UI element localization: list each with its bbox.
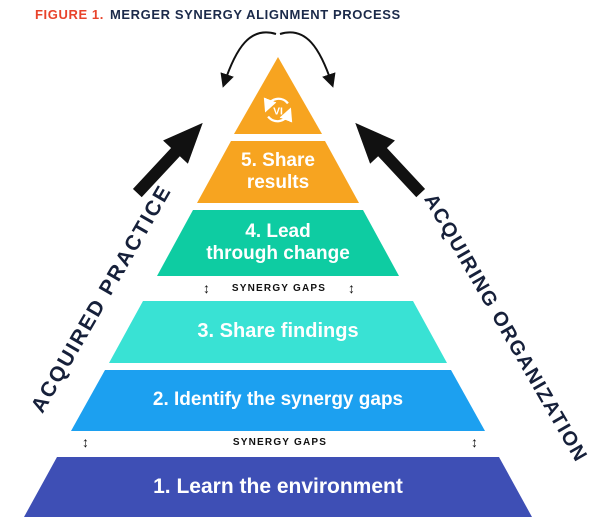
pyramid-level-3: 3. Share findings <box>109 301 447 363</box>
pyramid-level-4: 4. Lead through change <box>157 210 399 276</box>
figure-title-row: FIGURE 1. MERGER SYNERGY ALIGNMENT PROCES… <box>35 7 401 22</box>
updown-arrow-icon: ↕ <box>203 280 210 296</box>
updown-arrow-icon: ↕ <box>348 280 355 296</box>
curved-arrow-right-icon <box>279 31 336 88</box>
converging-arrows-icon <box>220 31 336 88</box>
up-left-arrow-icon <box>355 122 426 198</box>
pyramid-level-5: 5. Share results <box>197 141 359 203</box>
updown-arrow-icon: ↕ <box>82 434 89 450</box>
vi-logo-text: VI <box>273 106 283 117</box>
synergy-gap-upper: ↕ SYNERGY GAPS ↕ <box>203 279 355 297</box>
synergy-gap-upper-label: SYNERGY GAPS <box>231 282 327 294</box>
level-3-label: 3. Share findings <box>197 320 359 343</box>
cycle-arc-top <box>263 97 289 113</box>
pyramid-level-2: 2. Identify the synergy gaps <box>71 370 485 431</box>
level-5-label: 5. Share results <box>241 149 315 193</box>
synergy-gap-lower-label: SYNERGY GAPS <box>232 436 328 448</box>
updown-arrow-icon: ↕ <box>471 434 478 450</box>
figure-label: FIGURE 1. <box>35 7 104 22</box>
figure-title: MERGER SYNERGY ALIGNMENT PROCESS <box>109 7 401 22</box>
level-2-label: 2. Identify the synergy gaps <box>152 389 404 411</box>
level-4-label: 4. Lead through change <box>206 220 350 264</box>
pyramid-level-1: 1. Learn the environment <box>24 457 532 517</box>
level-1-label: 1. Learn the environment <box>153 474 403 498</box>
cycle-vi-icon: VI <box>263 97 293 123</box>
synergy-gap-lower: ↕ SYNERGY GAPS ↕ <box>82 433 478 451</box>
cycle-arc-bottom <box>267 107 293 123</box>
up-right-arrow-icon <box>132 122 203 198</box>
curved-arrow-left-icon <box>220 31 277 88</box>
